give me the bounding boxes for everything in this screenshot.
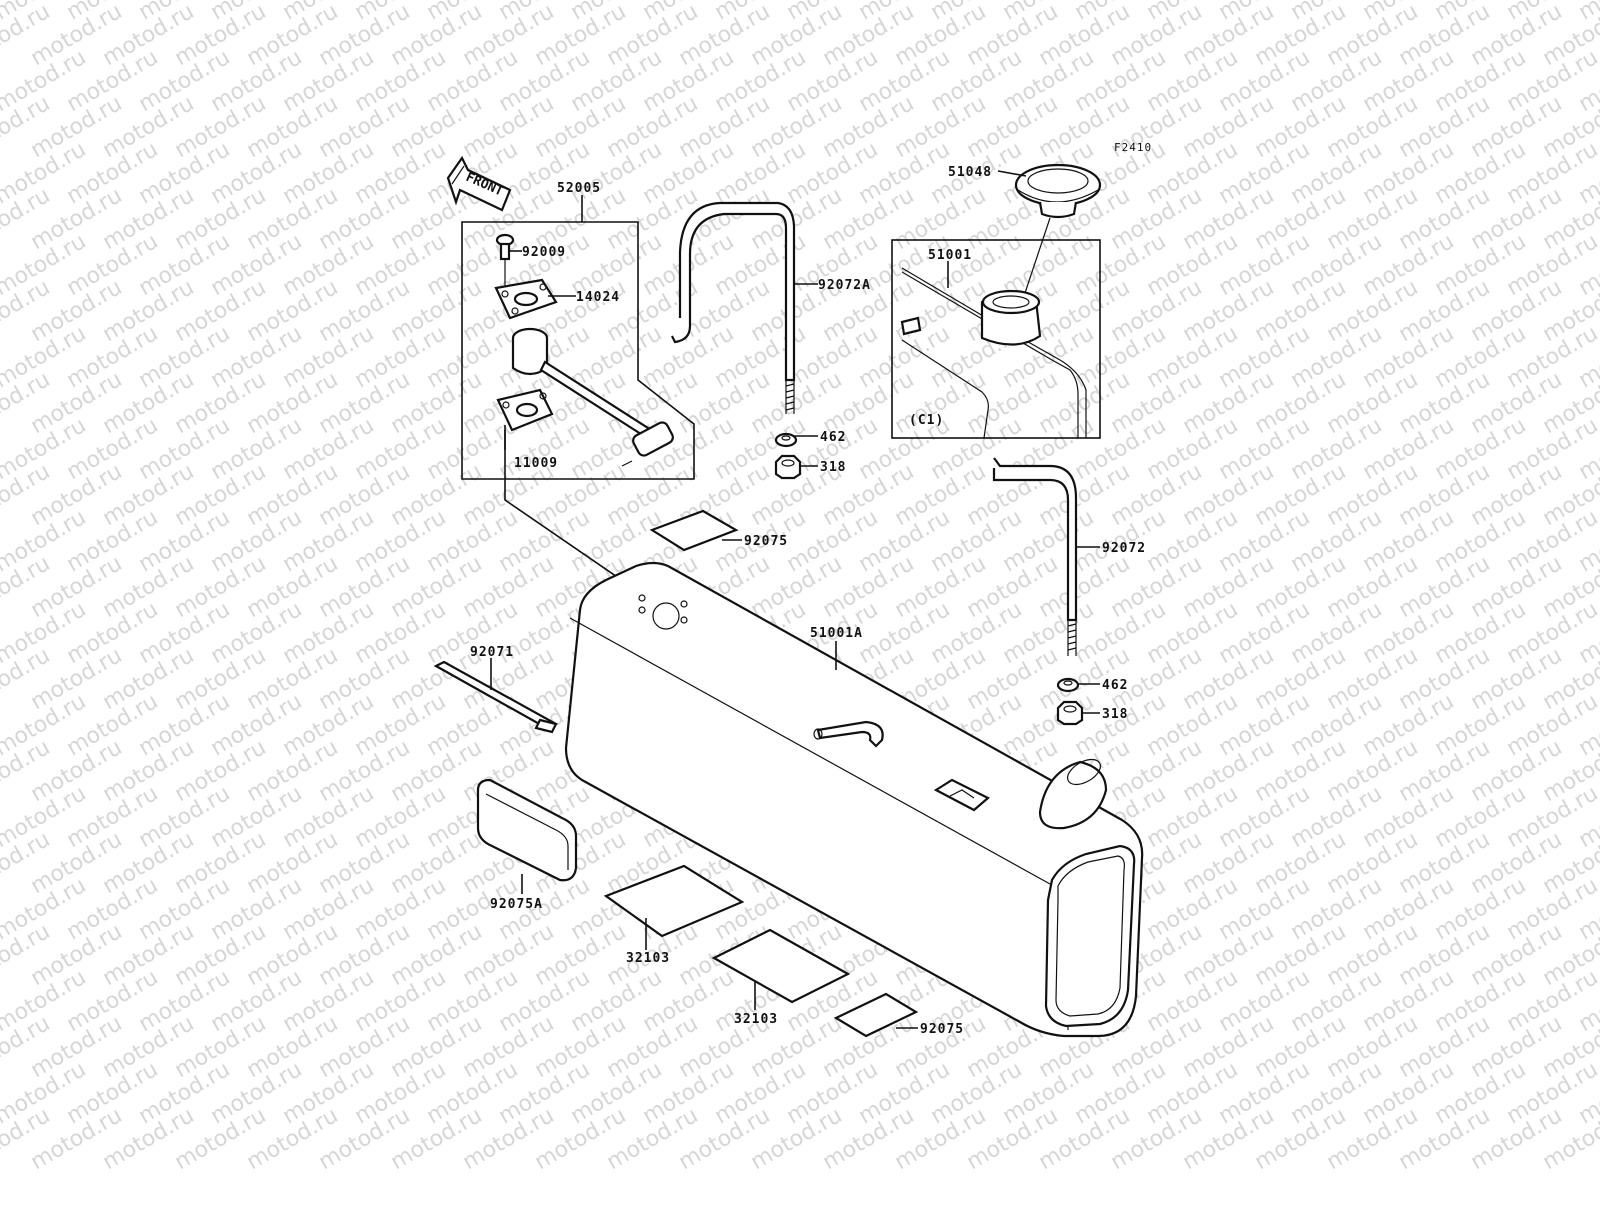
label-318-top: 318 — [820, 460, 846, 475]
label-92072: 92072 — [1102, 541, 1146, 556]
label-51001A: 51001A — [810, 626, 863, 641]
label-32103-a: 32103 — [626, 951, 670, 966]
label-92071: 92071 — [470, 645, 514, 660]
label-92075-top: 92075 — [744, 534, 788, 549]
figure-code: F2410 — [1114, 141, 1152, 154]
label-11009: 11009 — [514, 456, 558, 471]
nut-318-top — [776, 456, 800, 478]
label-462-top: 462 — [820, 430, 846, 445]
washer-462-top — [776, 434, 796, 446]
label-462-bottom: 462 — [1102, 678, 1128, 693]
label-92072A: 92072A — [818, 278, 871, 293]
inset-label: (C1) — [909, 413, 944, 428]
label-32103-b: 32103 — [734, 1012, 778, 1027]
nut-318-bottom — [1058, 702, 1082, 724]
label-14024: 14024 — [576, 290, 620, 305]
label-92009: 92009 — [522, 245, 566, 260]
label-92075A: 92075A — [490, 897, 543, 912]
label-51001: 51001 — [928, 248, 972, 263]
label-52005: 52005 — [557, 181, 601, 196]
label-51048: 51048 — [948, 165, 992, 180]
label-92075-bottom: 92075 — [920, 1022, 964, 1037]
label-318-bottom: 318 — [1102, 707, 1128, 722]
washer-462-bottom — [1058, 679, 1078, 691]
